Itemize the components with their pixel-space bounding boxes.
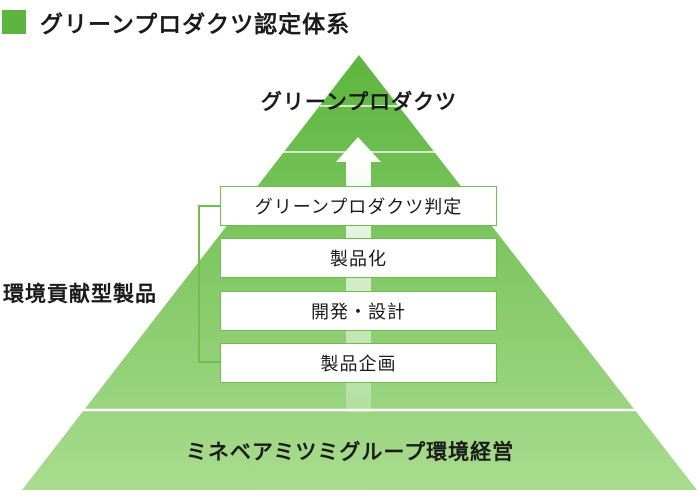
apex-label: グリーンプロダクツ [260,90,458,114]
step-box-productization: 製品化 [220,238,497,278]
step-box-development: 開発・設計 [220,291,497,331]
arrow-head-icon [336,137,381,162]
step-box-judgement: グリーンプロダクツ判定 [220,186,497,226]
title-row: グリーンプロダクツ認定体系 [2,2,350,42]
left-label: 環境貢献型製品 [3,282,157,306]
step-box-planning: 製品企画 [220,343,497,383]
title-square-icon [2,10,26,34]
base-label: ミネベアミツミグループ環境経営 [185,440,515,464]
bracket-connector [198,205,220,363]
page-title: グリーンプロダクツ認定体系 [40,12,351,38]
